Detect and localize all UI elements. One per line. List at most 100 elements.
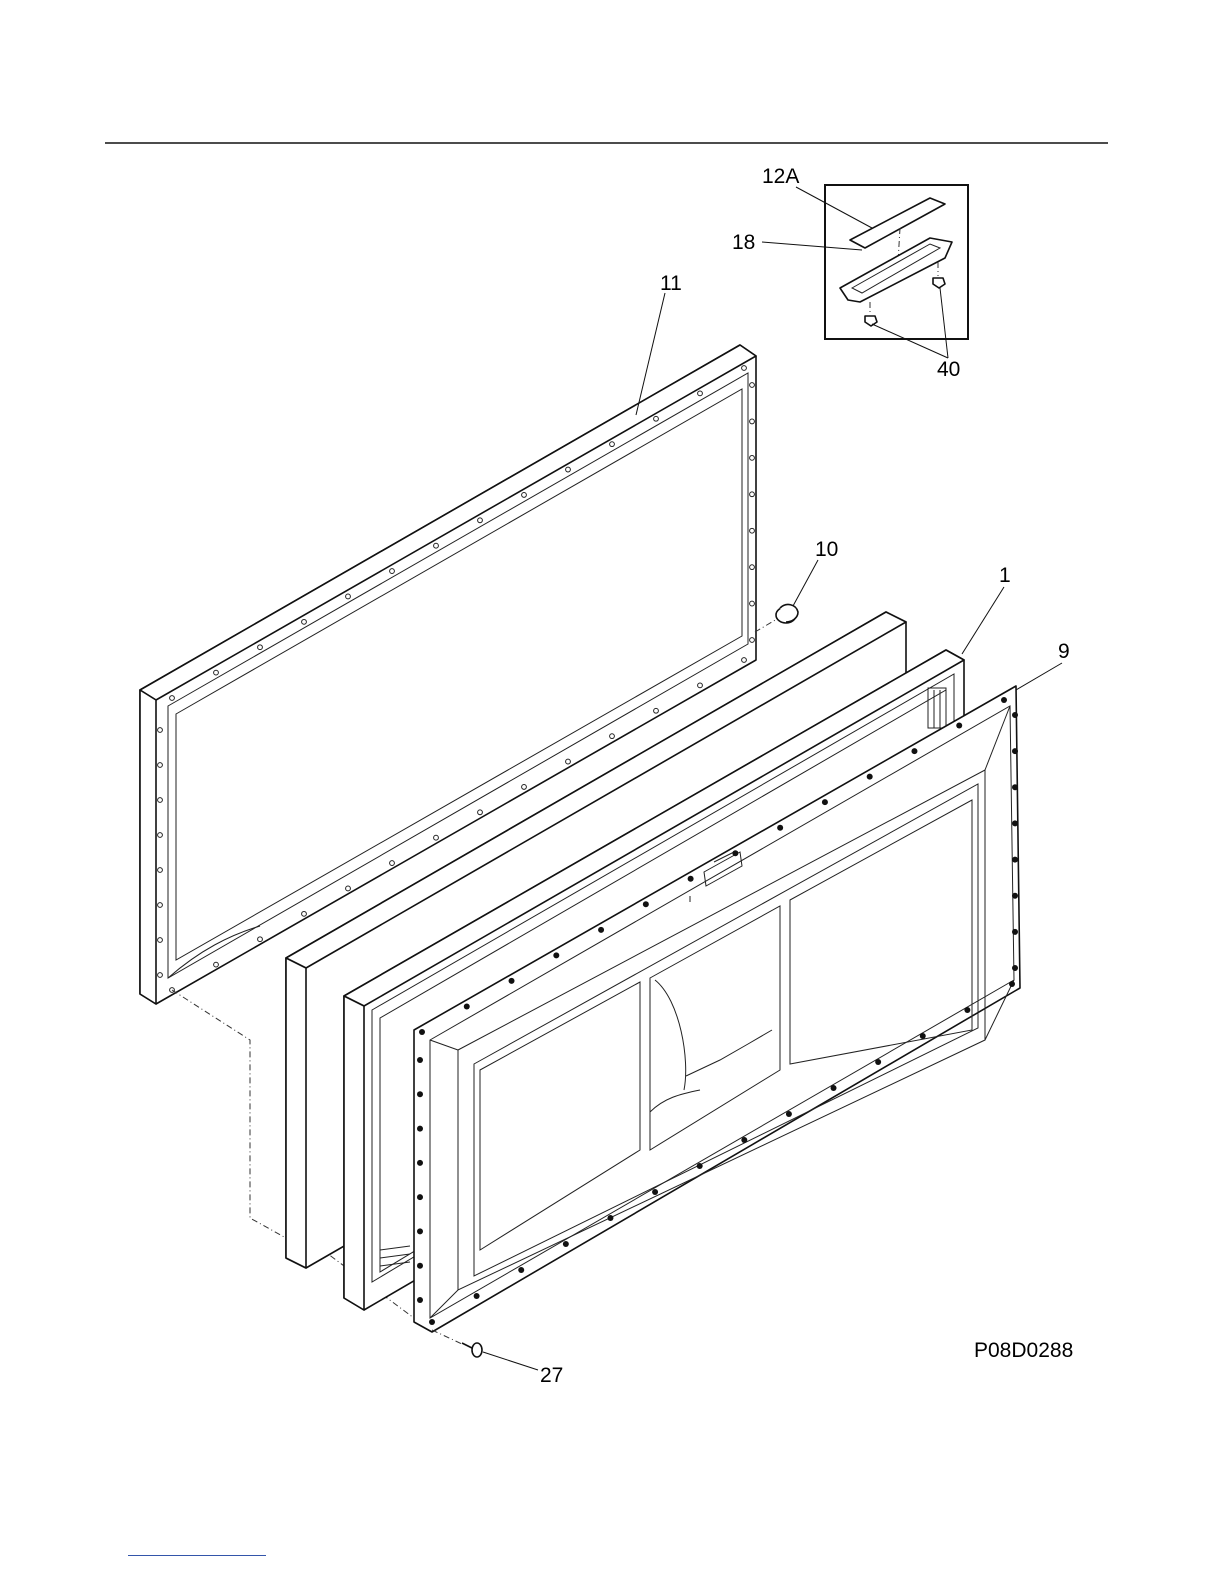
callout-9: 9 <box>1058 640 1070 663</box>
screw-hole <box>429 1319 435 1325</box>
screw-hole <box>158 868 163 873</box>
screw-hole <box>346 594 351 599</box>
callout-11: 11 <box>660 272 682 295</box>
screw-hole <box>434 835 439 840</box>
screw-hole <box>698 683 703 688</box>
screw-hole <box>417 1297 423 1303</box>
inset-handle-detail <box>825 185 968 339</box>
screw-hole <box>688 876 694 882</box>
screw-hole <box>214 962 219 967</box>
screw-hole <box>417 1263 423 1269</box>
screw-hole <box>522 493 527 498</box>
screw-hole <box>258 645 263 650</box>
screw-hole <box>390 569 395 574</box>
screw-hole <box>417 1126 423 1132</box>
screw-hole <box>1012 712 1018 718</box>
screw-hole <box>750 528 755 533</box>
screw-hole <box>553 952 559 958</box>
screw-hole <box>478 518 483 523</box>
screw-hole <box>566 759 571 764</box>
screw-hole <box>607 1215 613 1221</box>
footer-link-underline <box>128 1555 266 1556</box>
screw-hole <box>346 886 351 891</box>
screw-hole <box>158 973 163 978</box>
screw-hole <box>741 1137 747 1143</box>
screw-hole <box>750 383 755 388</box>
screw-hole <box>158 938 163 943</box>
screw-hole <box>610 734 615 739</box>
screw-hole <box>610 442 615 447</box>
screw-hole <box>742 658 747 663</box>
screw-hole <box>1012 784 1018 790</box>
screw-hole <box>643 901 649 907</box>
screw-hole <box>867 774 873 780</box>
callout-12a: 12A <box>762 165 799 188</box>
screw-hole <box>419 1029 425 1035</box>
screw-hole <box>258 937 263 942</box>
screw-hole <box>654 416 659 421</box>
screw-hole <box>1001 697 1007 703</box>
screw-hole <box>786 1111 792 1117</box>
screw-hole <box>1012 820 1018 826</box>
screw-hole <box>1012 965 1018 971</box>
screw-hole <box>158 763 163 768</box>
screw-hole <box>750 492 755 497</box>
screw-hole <box>875 1059 881 1065</box>
callout-18: 18 <box>732 231 755 254</box>
screw-hole <box>170 696 175 701</box>
screw-hole <box>522 785 527 790</box>
screw-hole <box>158 798 163 803</box>
screw-hole <box>417 1160 423 1166</box>
screw-hole <box>158 728 163 733</box>
screw-hole <box>1012 929 1018 935</box>
callout-10: 10 <box>815 538 838 561</box>
screw-hole <box>417 1057 423 1063</box>
screw-hole <box>434 543 439 548</box>
callout-1: 1 <box>999 564 1011 587</box>
screw-hole <box>750 638 755 643</box>
screw-hole <box>920 1033 926 1039</box>
screw-hole <box>654 708 659 713</box>
screw-hole <box>732 850 738 856</box>
screw-hole <box>509 978 515 984</box>
screw-hole <box>822 799 828 805</box>
screw-hole <box>214 670 219 675</box>
screw-hole <box>750 601 755 606</box>
screw-hole <box>302 619 307 624</box>
screw-hole <box>750 419 755 424</box>
screw-hole <box>964 1007 970 1013</box>
screw-hole <box>1012 857 1018 863</box>
screw-hole <box>698 391 703 396</box>
screw-hole <box>697 1163 703 1169</box>
screw-hole <box>1012 893 1018 899</box>
screw-hole <box>598 927 604 933</box>
callout-40: 40 <box>937 358 960 381</box>
callout-27: 27 <box>540 1364 563 1387</box>
screw-hole <box>911 748 917 754</box>
part-27-screw <box>432 1330 482 1357</box>
screw-hole <box>390 861 395 866</box>
screw-hole <box>464 1003 470 1009</box>
part-10-plug <box>776 605 798 623</box>
screw-hole <box>1012 748 1018 754</box>
screw-hole <box>750 455 755 460</box>
screw-hole <box>478 810 483 815</box>
diagram-id: P08D0288 <box>974 1339 1073 1362</box>
screw-hole <box>750 565 755 570</box>
screw-hole <box>518 1267 524 1273</box>
screw-hole <box>777 825 783 831</box>
screw-hole <box>417 1091 423 1097</box>
screw-hole <box>417 1194 423 1200</box>
screw-hole <box>158 833 163 838</box>
screw-hole <box>417 1228 423 1234</box>
screw-hole <box>566 467 571 472</box>
screw-hole <box>742 366 747 371</box>
screw-hole <box>831 1085 837 1091</box>
screw-hole <box>956 723 962 729</box>
screw-hole <box>158 903 163 908</box>
screw-hole <box>652 1189 658 1195</box>
screw-hole <box>302 911 307 916</box>
screw-hole <box>1009 981 1015 987</box>
screw-hole <box>563 1241 569 1247</box>
